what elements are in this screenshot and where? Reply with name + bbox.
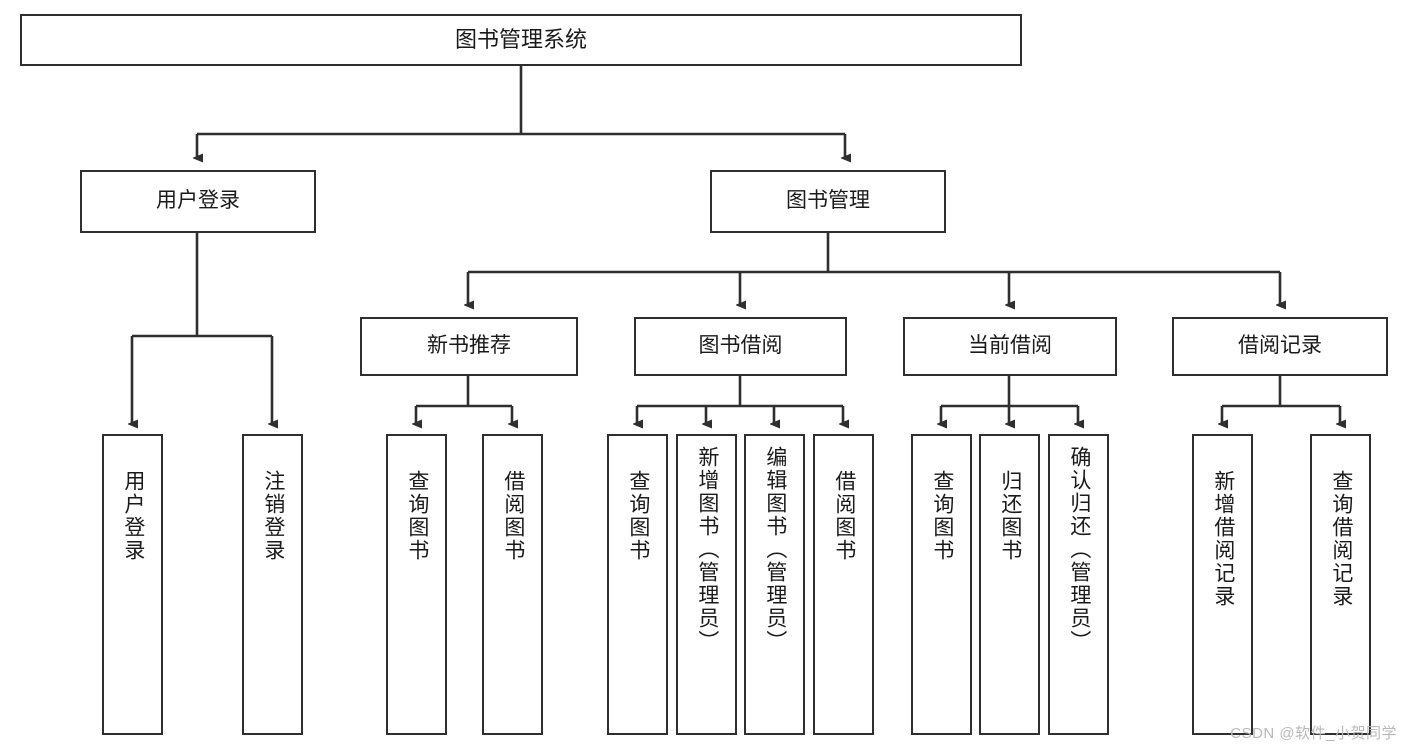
node-leaf-borrow-book-2-label: 借阅图书 <box>832 470 856 562</box>
node-leaf-edit-book-admin[interactable]: 编辑图书（管理员） <box>744 434 805 735</box>
node-leaf-borrow-book-1[interactable]: 借阅图书 <box>482 434 543 735</box>
node-leaf-return-book[interactable]: 归还图书 <box>979 434 1040 735</box>
node-leaf-return-book-label: 归还图书 <box>998 470 1022 562</box>
node-leaf-query-borrow-record-label: 查询借阅记录 <box>1329 470 1353 608</box>
node-leaf-edit-book-admin-label: 编辑图书（管理员） <box>763 446 787 653</box>
node-leaf-logout-login-label: 注销登录 <box>261 470 285 562</box>
node-leaf-query-book-2[interactable]: 查询图书 <box>607 434 668 735</box>
node-new-book-recommend[interactable]: 新书推荐 <box>360 317 578 376</box>
node-leaf-query-borrow-record[interactable]: 查询借阅记录 <box>1310 434 1371 735</box>
node-leaf-query-book-1[interactable]: 查询图书 <box>386 434 447 735</box>
node-book-borrow[interactable]: 图书借阅 <box>634 317 847 376</box>
node-leaf-confirm-return-admin-label: 确认归还（管理员） <box>1067 446 1091 653</box>
node-leaf-user-login[interactable]: 用户登录 <box>102 434 163 735</box>
node-current-borrow-label: 当前借阅 <box>968 334 1052 358</box>
node-current-borrow[interactable]: 当前借阅 <box>903 317 1117 376</box>
node-leaf-logout-login[interactable]: 注销登录 <box>242 434 303 735</box>
node-leaf-query-book-1-label: 查询图书 <box>405 470 429 562</box>
node-leaf-query-book-3-label: 查询图书 <box>930 470 954 562</box>
node-leaf-query-book-3[interactable]: 查询图书 <box>911 434 972 735</box>
node-borrow-record-label: 借阅记录 <box>1238 334 1322 358</box>
node-book-management-label: 图书管理 <box>786 189 870 213</box>
node-leaf-add-borrow-record[interactable]: 新增借阅记录 <box>1192 434 1253 735</box>
node-user-login-label: 用户登录 <box>156 189 240 213</box>
node-leaf-borrow-book-1-label: 借阅图书 <box>501 470 525 562</box>
node-leaf-query-book-2-label: 查询图书 <box>626 470 650 562</box>
node-leaf-user-login-label: 用户登录 <box>121 470 145 562</box>
node-root-label: 图书管理系统 <box>454 27 587 53</box>
node-leaf-confirm-return-admin[interactable]: 确认归还（管理员） <box>1048 434 1109 735</box>
node-leaf-add-book-admin[interactable]: 新增图书（管理员） <box>676 434 737 735</box>
node-root[interactable]: 图书管理系统 <box>20 14 1022 66</box>
node-leaf-borrow-book-2[interactable]: 借阅图书 <box>813 434 874 735</box>
node-borrow-record[interactable]: 借阅记录 <box>1172 317 1388 376</box>
node-user-login[interactable]: 用户登录 <box>80 170 316 233</box>
node-new-book-recommend-label: 新书推荐 <box>427 334 511 358</box>
node-leaf-add-book-admin-label: 新增图书（管理员） <box>695 446 719 653</box>
node-book-borrow-label: 图书借阅 <box>698 334 783 358</box>
watermark: CSDN @软件_小贺同学 <box>1230 725 1397 742</box>
node-book-management[interactable]: 图书管理 <box>710 170 946 233</box>
node-leaf-add-borrow-record-label: 新增借阅记录 <box>1211 470 1235 608</box>
